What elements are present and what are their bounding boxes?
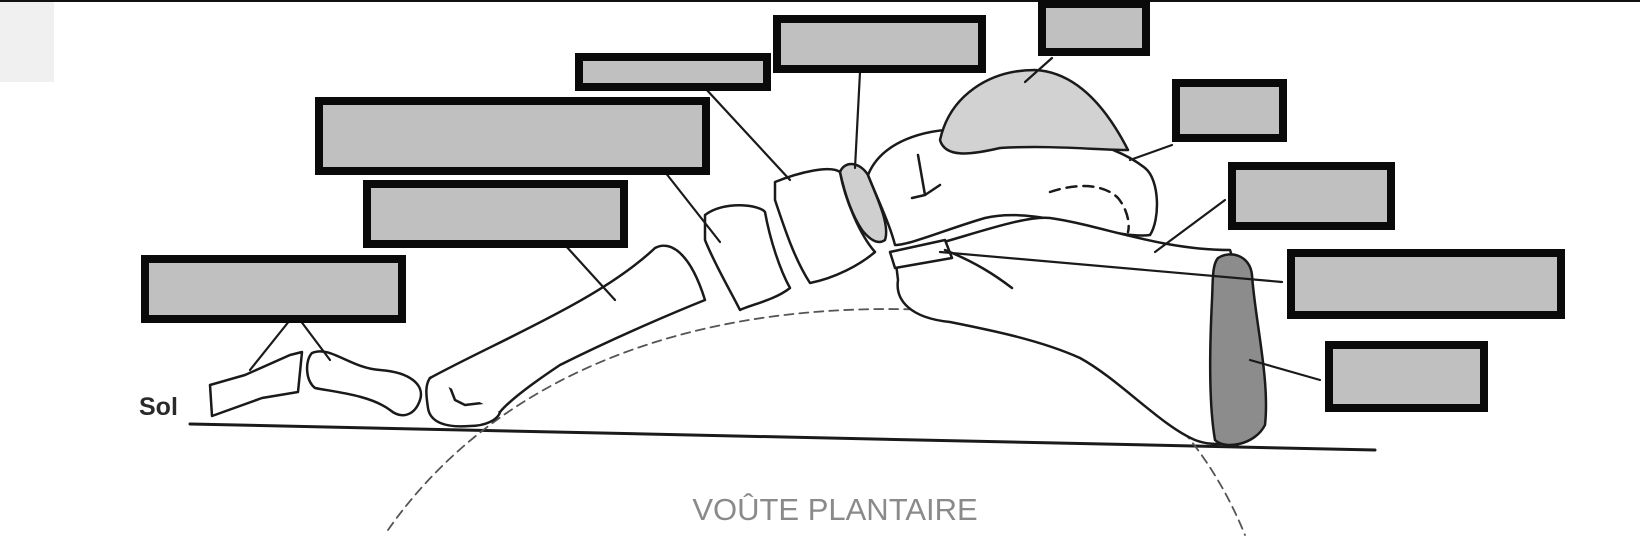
diagram-caption: VOÛTE PLANTAIRE — [640, 492, 1030, 528]
label-box-talus[interactable] — [1038, 0, 1150, 56]
leader-navicular — [855, 72, 860, 168]
label-box-metatarsal-long[interactable] — [315, 97, 710, 175]
metatarsal-shaft — [430, 246, 705, 412]
leader-cuneiform — [705, 88, 790, 180]
leader-talus-head — [1130, 145, 1172, 160]
label-box-calcaneus[interactable] — [1287, 249, 1565, 319]
ground-label: Sol — [139, 393, 178, 422]
label-box-metatarsals[interactable] — [363, 180, 628, 248]
leader-subtalar — [1155, 200, 1225, 252]
label-box-cuneiform[interactable] — [575, 53, 771, 91]
talus-dome-cartilage — [940, 70, 1128, 153]
leader-metatarsal-long — [665, 172, 720, 242]
label-box-heel-pad[interactable] — [1325, 341, 1488, 412]
label-box-phalanges[interactable] — [141, 255, 406, 323]
label-box-navicular[interactable] — [773, 15, 986, 73]
label-box-subtalar-joint[interactable] — [1228, 162, 1395, 230]
heel-pad — [1210, 254, 1266, 445]
cuneiform-bone — [705, 205, 790, 310]
leader-metatarsals — [565, 245, 615, 300]
proximal-phalanx — [307, 351, 421, 415]
label-box-talus-head[interactable] — [1172, 79, 1287, 142]
